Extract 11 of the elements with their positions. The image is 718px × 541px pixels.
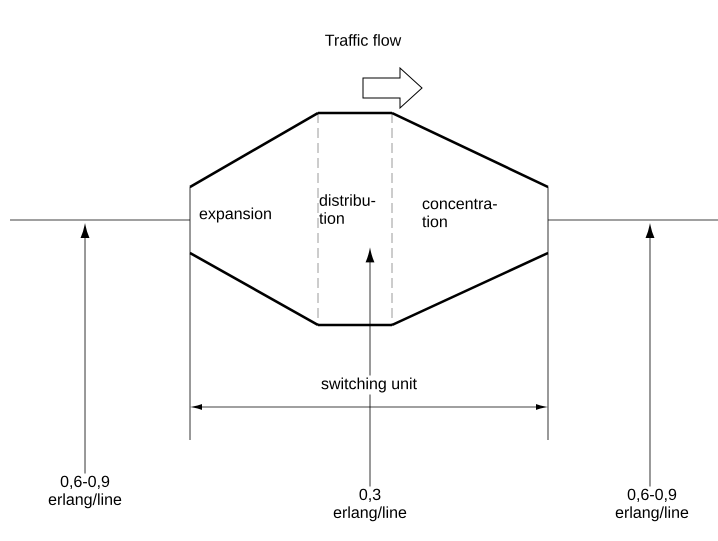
dimension-label: switching unit [318, 376, 420, 394]
load-label: 0,3 erlang/line [334, 488, 406, 522]
title-label: Traffic flow [322, 32, 404, 48]
stage-label: expansion [200, 208, 271, 222]
stage-label: distribu- tion [319, 194, 376, 224]
arrow [646, 224, 654, 487]
load-label: 0,6-0,9 erlang/line [48, 476, 122, 508]
load-label: 0,6-0,9 erlang/line [616, 488, 688, 522]
stage-label: concentra- tion [422, 198, 497, 228]
arrow [366, 249, 374, 487]
arrow [80, 224, 90, 474]
